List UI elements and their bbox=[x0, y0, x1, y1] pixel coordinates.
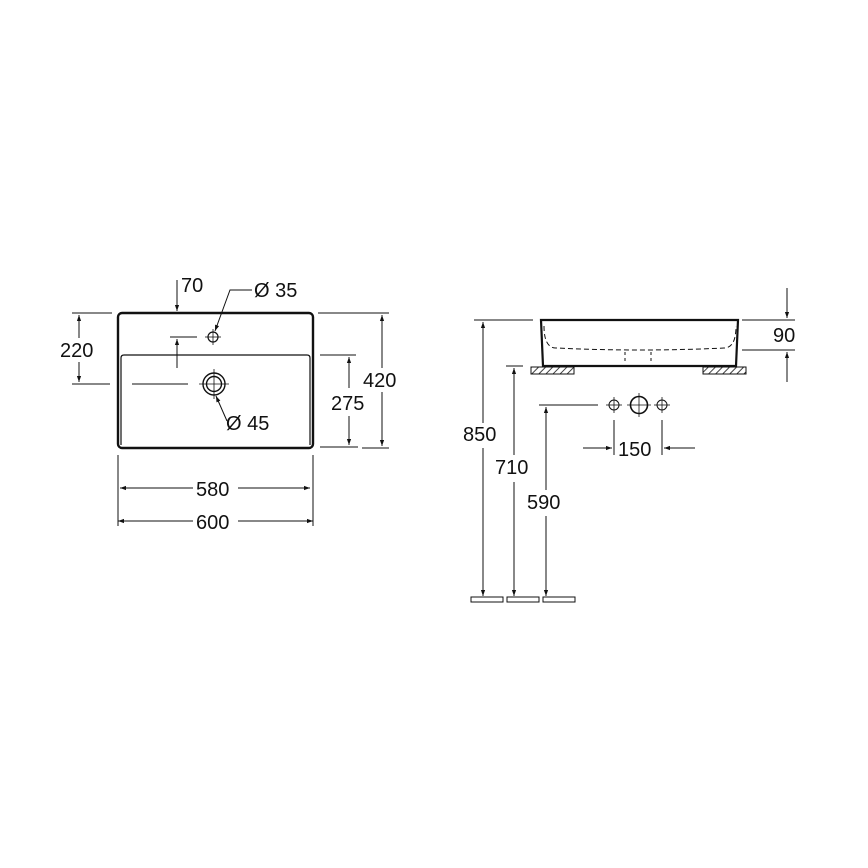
dim-rim-height: 850 bbox=[463, 424, 496, 446]
dim-counter-height: 710 bbox=[495, 457, 528, 479]
supply-right-icon bbox=[654, 397, 670, 413]
dim-inner-width: 580 bbox=[196, 479, 229, 501]
floor-plate-2 bbox=[506, 596, 540, 603]
supply-left-icon bbox=[606, 397, 622, 413]
waste-hole-icon bbox=[199, 369, 229, 399]
dim-depth-to-waste: 220 bbox=[60, 340, 93, 362]
counter-right bbox=[702, 366, 747, 375]
dim-bowl-depth: 275 bbox=[331, 393, 364, 415]
dim-tap-offset: 70 bbox=[181, 275, 203, 297]
bowl-edge bbox=[120, 354, 311, 445]
dim-waste-diameter: Ø 45 bbox=[226, 413, 269, 435]
floor-plate-3 bbox=[542, 596, 576, 603]
dim-overall-depth: 420 bbox=[363, 370, 396, 392]
dim-supply-spacing: 150 bbox=[618, 439, 651, 461]
dim-supply-height: 590 bbox=[527, 492, 560, 514]
dim-basin-height: 90 bbox=[773, 325, 795, 347]
side-view: 90 850 710 590 bbox=[463, 288, 795, 603]
basin-outline bbox=[116, 311, 315, 450]
dim-tap-diameter: Ø 35 bbox=[254, 280, 297, 302]
top-view: 70 Ø 35 Ø 45 220 275 420 580 600 bbox=[60, 275, 396, 534]
dim-overall-width: 600 bbox=[196, 512, 229, 534]
waste-connection-icon bbox=[627, 393, 651, 417]
basin-side-outline bbox=[539, 318, 740, 368]
counter-left bbox=[530, 366, 575, 375]
tap-hole-icon bbox=[205, 329, 221, 345]
floor-plate-1 bbox=[470, 596, 504, 603]
